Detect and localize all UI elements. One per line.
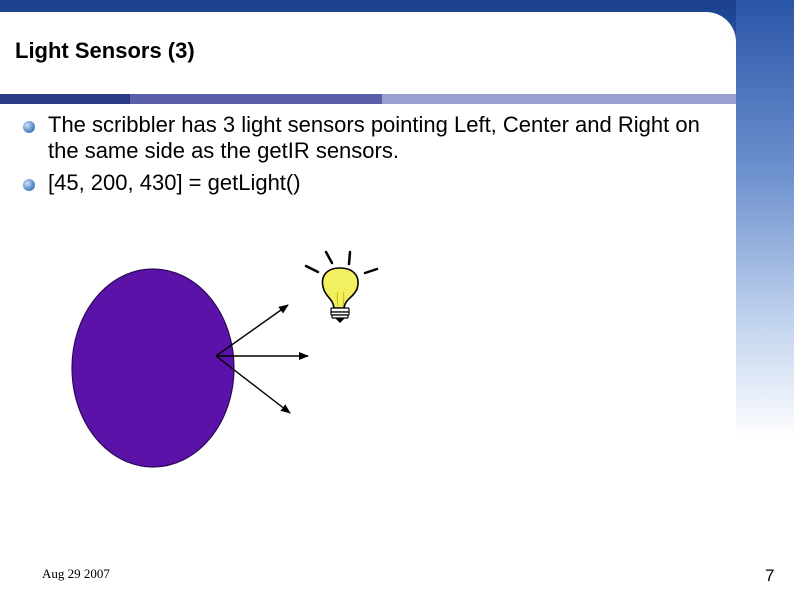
light-bulb-icon	[304, 250, 379, 323]
bullet-item: [45, 200, 430] = getLight()	[20, 170, 720, 196]
bullet-text: The scribbler has 3 light sensors pointi…	[48, 112, 700, 163]
page-number: 7	[765, 566, 775, 585]
title-rule-segment	[0, 94, 130, 104]
bullet-icon	[23, 179, 35, 191]
title-panel	[0, 12, 736, 94]
bullet-icon	[23, 121, 35, 133]
bullet-item: The scribbler has 3 light sensors pointi…	[20, 112, 720, 164]
right-sensor-arrow	[215, 355, 291, 414]
robot-body	[71, 268, 235, 468]
bullet-text: [45, 200, 430] = getLight()	[48, 170, 301, 195]
footer-date: Aug 29 2007	[42, 566, 110, 581]
side-decoration	[736, 0, 794, 440]
title-rule-segment	[130, 94, 382, 104]
bullet-list: The scribbler has 3 light sensors pointi…	[20, 112, 720, 196]
slide-title: Light Sensors (3)	[15, 38, 195, 63]
title-rule-segment	[382, 94, 736, 104]
left-sensor-arrow	[215, 304, 289, 357]
